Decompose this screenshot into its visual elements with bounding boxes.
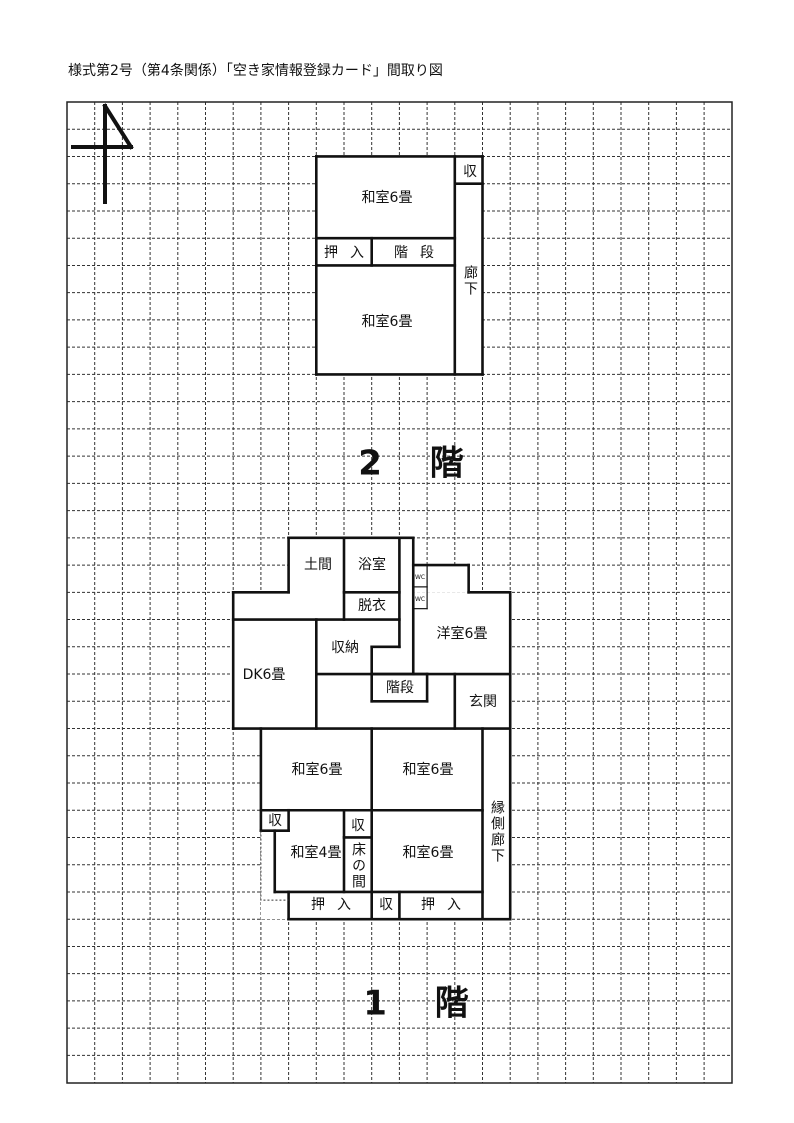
room-label-closet: 収 <box>268 813 282 829</box>
room-label-doma: 土間 <box>304 557 332 573</box>
room-label-oshiire: 押入 <box>311 897 363 913</box>
room-label-oshiire: 押入 <box>421 897 473 913</box>
floor-label-2f: 2 階 <box>358 443 482 484</box>
room-label-washitsu-4: 和室4畳 <box>290 845 342 861</box>
room-label-stairs: 階段 <box>394 245 446 261</box>
floor-label-1f: 1 階 <box>363 983 487 1024</box>
walls <box>231 155 512 921</box>
room-label-entrance: 玄関 <box>469 694 497 710</box>
room-label-closet: 収 <box>351 818 365 834</box>
room-label-washitsu: 和室6畳 <box>361 190 413 206</box>
room-label-bathroom: 浴室 <box>358 557 386 573</box>
room-label-wc: WC <box>414 574 426 581</box>
room-label-tokonoma: 床の間 <box>350 842 366 890</box>
room-label-dk: DK6畳 <box>242 667 286 683</box>
room-area <box>260 728 511 920</box>
dotted-boundary <box>260 830 289 901</box>
room-label-dressing: 脱衣 <box>358 598 386 614</box>
room-label-oshiire: 押入 <box>324 245 376 261</box>
room-label-wc: WC <box>414 596 426 603</box>
room-label-engawa: 縁側廊下 <box>489 800 505 864</box>
room-area <box>413 565 469 593</box>
room-label-washitsu: 和室6畳 <box>402 845 454 861</box>
room-label-washitsu: 和室6畳 <box>402 762 454 778</box>
room-label-washitsu: 和室6畳 <box>291 762 343 778</box>
room-label-closet: 収 <box>379 897 393 913</box>
page-border <box>66 101 733 1084</box>
room-label-storage: 収納 <box>331 640 359 656</box>
room-area <box>413 592 511 729</box>
room-area <box>233 592 414 729</box>
room-label-closet: 収 <box>463 164 477 180</box>
room-label-washitsu: 和室6畳 <box>361 314 413 330</box>
north-arrow-icon <box>71 103 134 204</box>
document-title: 様式第2号（第4条関係）「空き家情報登録カード」間取り図 <box>68 63 443 79</box>
room-label-stairs: 階段 <box>386 680 414 696</box>
room-label-youshitsu: 洋室6畳 <box>436 626 488 642</box>
room-label-corridor: 廊下 <box>462 265 478 297</box>
